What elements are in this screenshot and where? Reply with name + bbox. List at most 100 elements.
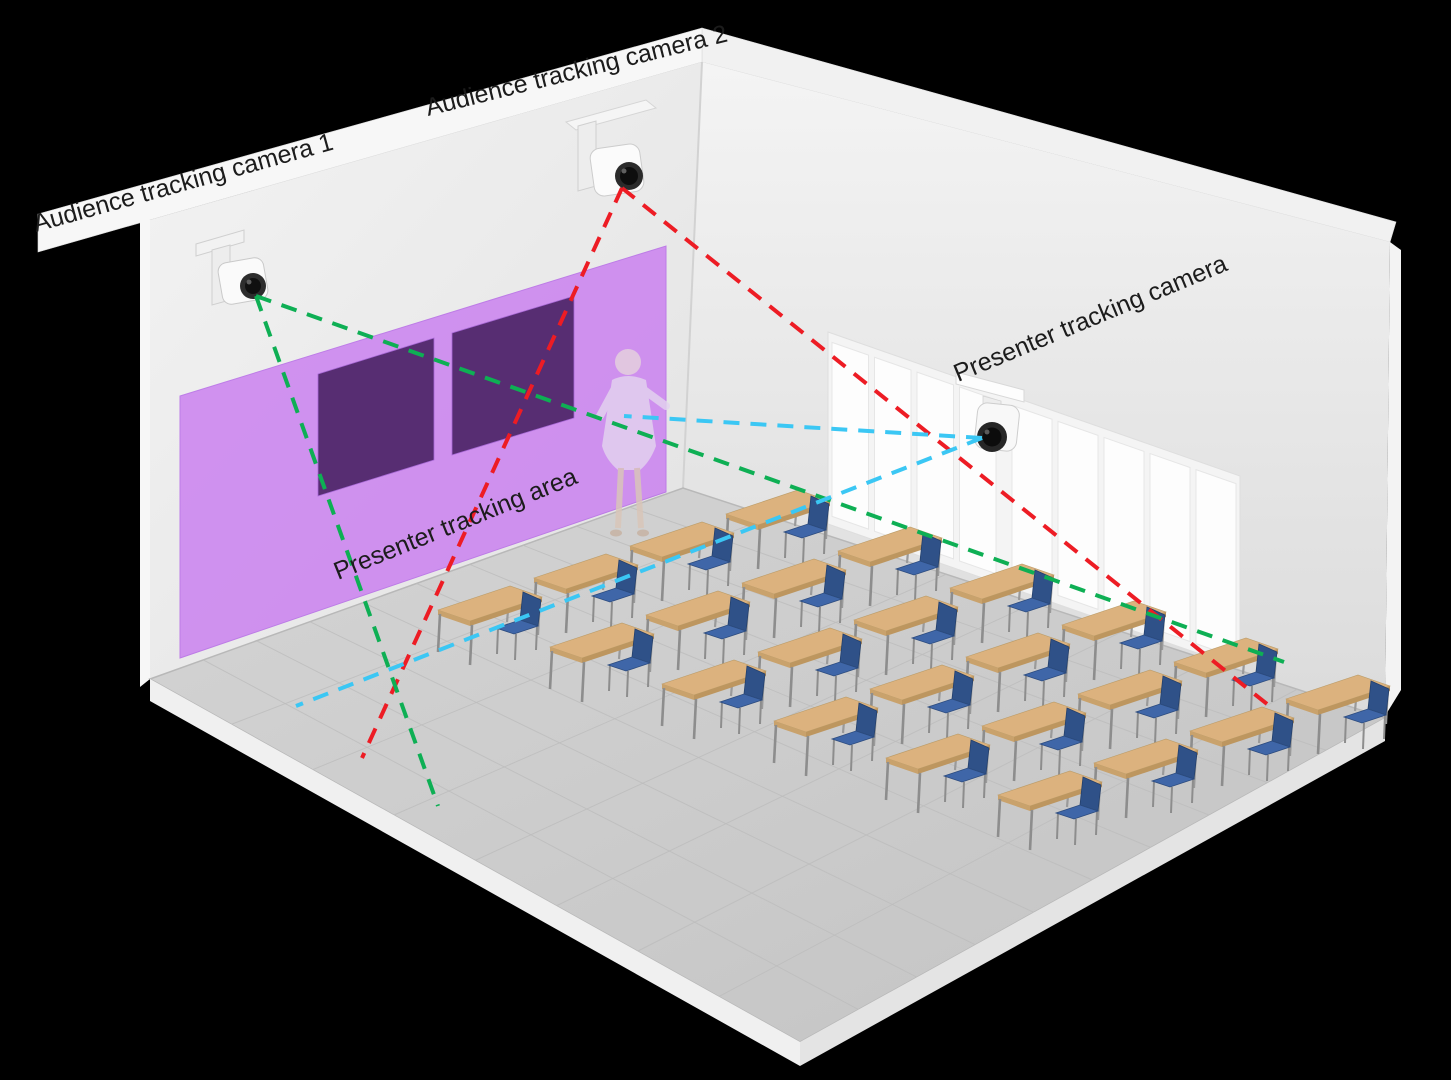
chair-leg (944, 775, 947, 803)
presenter-leg-left (615, 467, 624, 529)
floor-slab-front-left (150, 679, 800, 1066)
chair-leg (850, 744, 853, 772)
chair-leg (823, 529, 826, 555)
chair-leg (1154, 717, 1157, 745)
chair-leg (1250, 685, 1253, 713)
right-wall-outer-edge (1385, 242, 1401, 716)
chair-leg (928, 706, 931, 734)
desk-edge (950, 588, 982, 604)
presenter-arm-left (596, 386, 618, 420)
chair-seat (686, 555, 732, 571)
presenter-leg-right (634, 467, 644, 529)
back-corner-edge (682, 61, 703, 489)
tracking-lines (254, 186, 1285, 807)
desk-leg (580, 661, 586, 703)
chair-leg (962, 781, 965, 809)
chair-leg (912, 637, 915, 665)
chair-seat (702, 624, 748, 640)
desk-leg (772, 597, 778, 639)
window-wall-windows (827, 331, 1241, 669)
chair-leg (535, 625, 538, 651)
chair-leg (871, 736, 874, 762)
chair-leg (1344, 716, 1347, 744)
desk-leg (804, 735, 810, 777)
desk-edge (1286, 699, 1318, 715)
desk-edge (662, 684, 694, 700)
desk-with-chair (1076, 669, 1183, 750)
chair-leg (1248, 748, 1251, 776)
desk-edge (1062, 625, 1094, 641)
presenter-head (615, 349, 641, 375)
chair-leg (914, 574, 917, 602)
presenter-camera-tracking-line-presenter (623, 414, 983, 440)
desk-with-chair (436, 585, 543, 666)
desk-with-chair (1092, 738, 1199, 819)
presenter-figure (596, 349, 670, 537)
desk-leg (436, 613, 442, 653)
chair-leg (496, 627, 499, 655)
window-pane (831, 341, 869, 530)
chair-seat (1038, 735, 1084, 751)
desk-leg (660, 687, 666, 727)
desk-edge (646, 615, 678, 631)
desk-with-chair (964, 632, 1071, 713)
window-pane (1149, 452, 1191, 643)
chair-leg (800, 600, 803, 628)
window-pane (1103, 436, 1145, 627)
chair-seat (910, 629, 956, 645)
desk-edge (854, 620, 886, 636)
desk-leg (996, 798, 1002, 838)
chair-leg (1074, 818, 1077, 846)
chair-seat (1246, 740, 1292, 756)
audience-camera-1 (195, 229, 269, 306)
chair-leg (946, 712, 949, 740)
desk-with-chair (724, 489, 831, 570)
desk-leg (1124, 777, 1130, 819)
chair-leg (834, 675, 837, 703)
desk-edge (1190, 731, 1222, 747)
chair-leg (514, 633, 517, 661)
chair-leg (1079, 741, 1082, 767)
desk-with-chair (1284, 674, 1391, 755)
chair-leg (1138, 648, 1141, 676)
audience-camera-1-tracking-line-right (255, 294, 1285, 664)
chair-leg (647, 662, 650, 688)
camera-lens-glint (246, 279, 252, 285)
chair-seat (1342, 708, 1388, 724)
desk-edge (742, 583, 774, 599)
window-pane (874, 356, 912, 545)
desk-edge (982, 726, 1014, 742)
chair-leg (1287, 746, 1290, 772)
chair-seat (1134, 703, 1180, 719)
desk-edge (758, 652, 790, 668)
desk-leg (980, 602, 986, 644)
chair-leg (1058, 749, 1061, 777)
chair-leg (1271, 677, 1274, 703)
chair-leg (1266, 754, 1269, 782)
chair-leg (784, 531, 787, 559)
desk-leg (692, 698, 698, 740)
chair-leg (1026, 611, 1029, 639)
desk-with-chair (996, 770, 1103, 851)
chair-seat (926, 698, 972, 714)
chair-leg (1120, 642, 1123, 670)
desk-with-chair (644, 590, 751, 671)
floor-slab-front-right (800, 718, 1385, 1066)
wall-display-screen-1 (317, 337, 435, 497)
left-wall-outer-edge (140, 212, 150, 687)
chair-leg (704, 632, 707, 660)
chair-leg (1191, 778, 1194, 804)
desk-with-chair (836, 526, 943, 607)
desk-with-chair (980, 701, 1087, 782)
chair-leg (1040, 743, 1043, 771)
chair-seat (942, 767, 988, 783)
desk-with-chair (1188, 706, 1295, 787)
chair-leg (1042, 680, 1045, 708)
desk-leg (884, 634, 890, 676)
desk-leg (868, 565, 874, 607)
chair-leg (727, 561, 730, 587)
chair-seat (606, 656, 652, 672)
chair-leg (1047, 603, 1050, 629)
